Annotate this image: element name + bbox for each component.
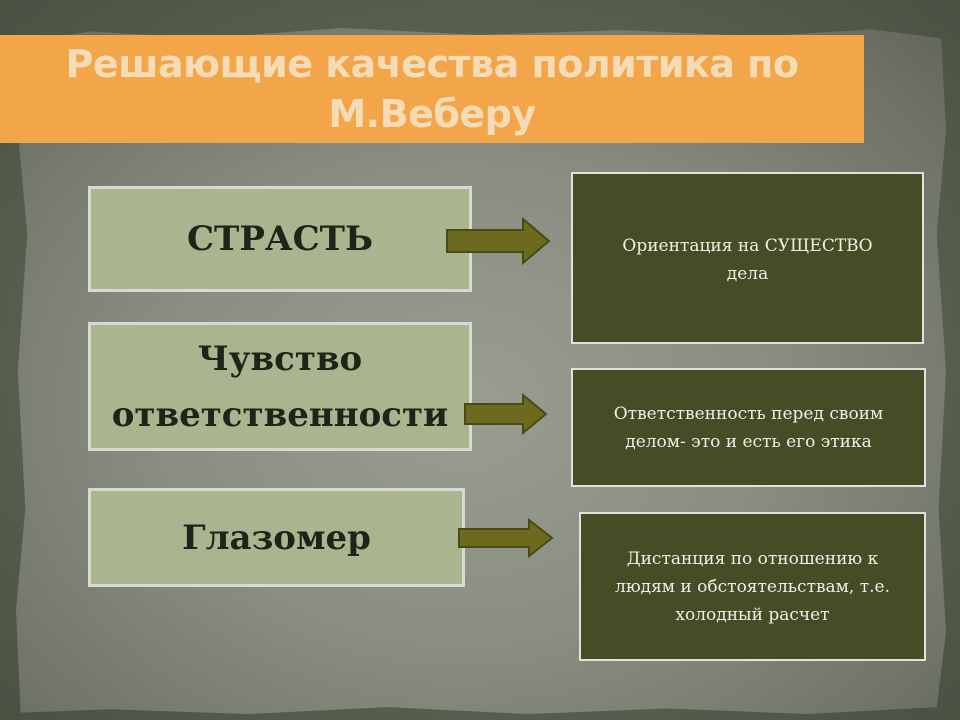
description-box-judgment: Дистанция по отношению к людям и обстоят… [579, 512, 926, 661]
quality-label: Глазомер [182, 517, 371, 558]
description-line-1: Ответственность перед своим [613, 403, 884, 424]
title-bar [0, 35, 864, 143]
right-arrow-icon [464, 393, 548, 435]
quality-box-passion: СТРАСТЬ [88, 186, 472, 292]
quality-box-judgment: Глазомер [88, 488, 465, 587]
description-line-3: холодный расчет [675, 604, 830, 625]
right-arrow-icon [446, 217, 551, 265]
quality-box-responsibility: Чувство ответственности [88, 322, 472, 451]
description-line-1: Ориентация на СУЩЕСТВО [622, 236, 873, 256]
quality-label: СТРАСТЬ [186, 219, 374, 259]
description-line-1: Дистанция по отношению к [626, 548, 879, 569]
description-line-2: людям и обстоятельствам, т.е. [615, 576, 890, 597]
quality-label-line-1: Чувство [197, 338, 363, 379]
right-arrow-icon [458, 518, 554, 558]
description-box-responsibility: Ответственность перед своим делом- это и… [571, 368, 926, 487]
description-line-2: дела [726, 264, 769, 284]
title-line-1: Решающие качества политика по [65, 42, 799, 86]
description-box-passion: Ориентация на СУЩЕСТВО дела [571, 172, 924, 344]
slide-title: Решающие качества политика по М.Веберу [0, 35, 864, 143]
quality-label-line-2: ответственности [111, 394, 449, 435]
description-line-2: делом- это и есть его этика [625, 431, 872, 452]
title-line-2: М.Веберу [328, 92, 536, 136]
